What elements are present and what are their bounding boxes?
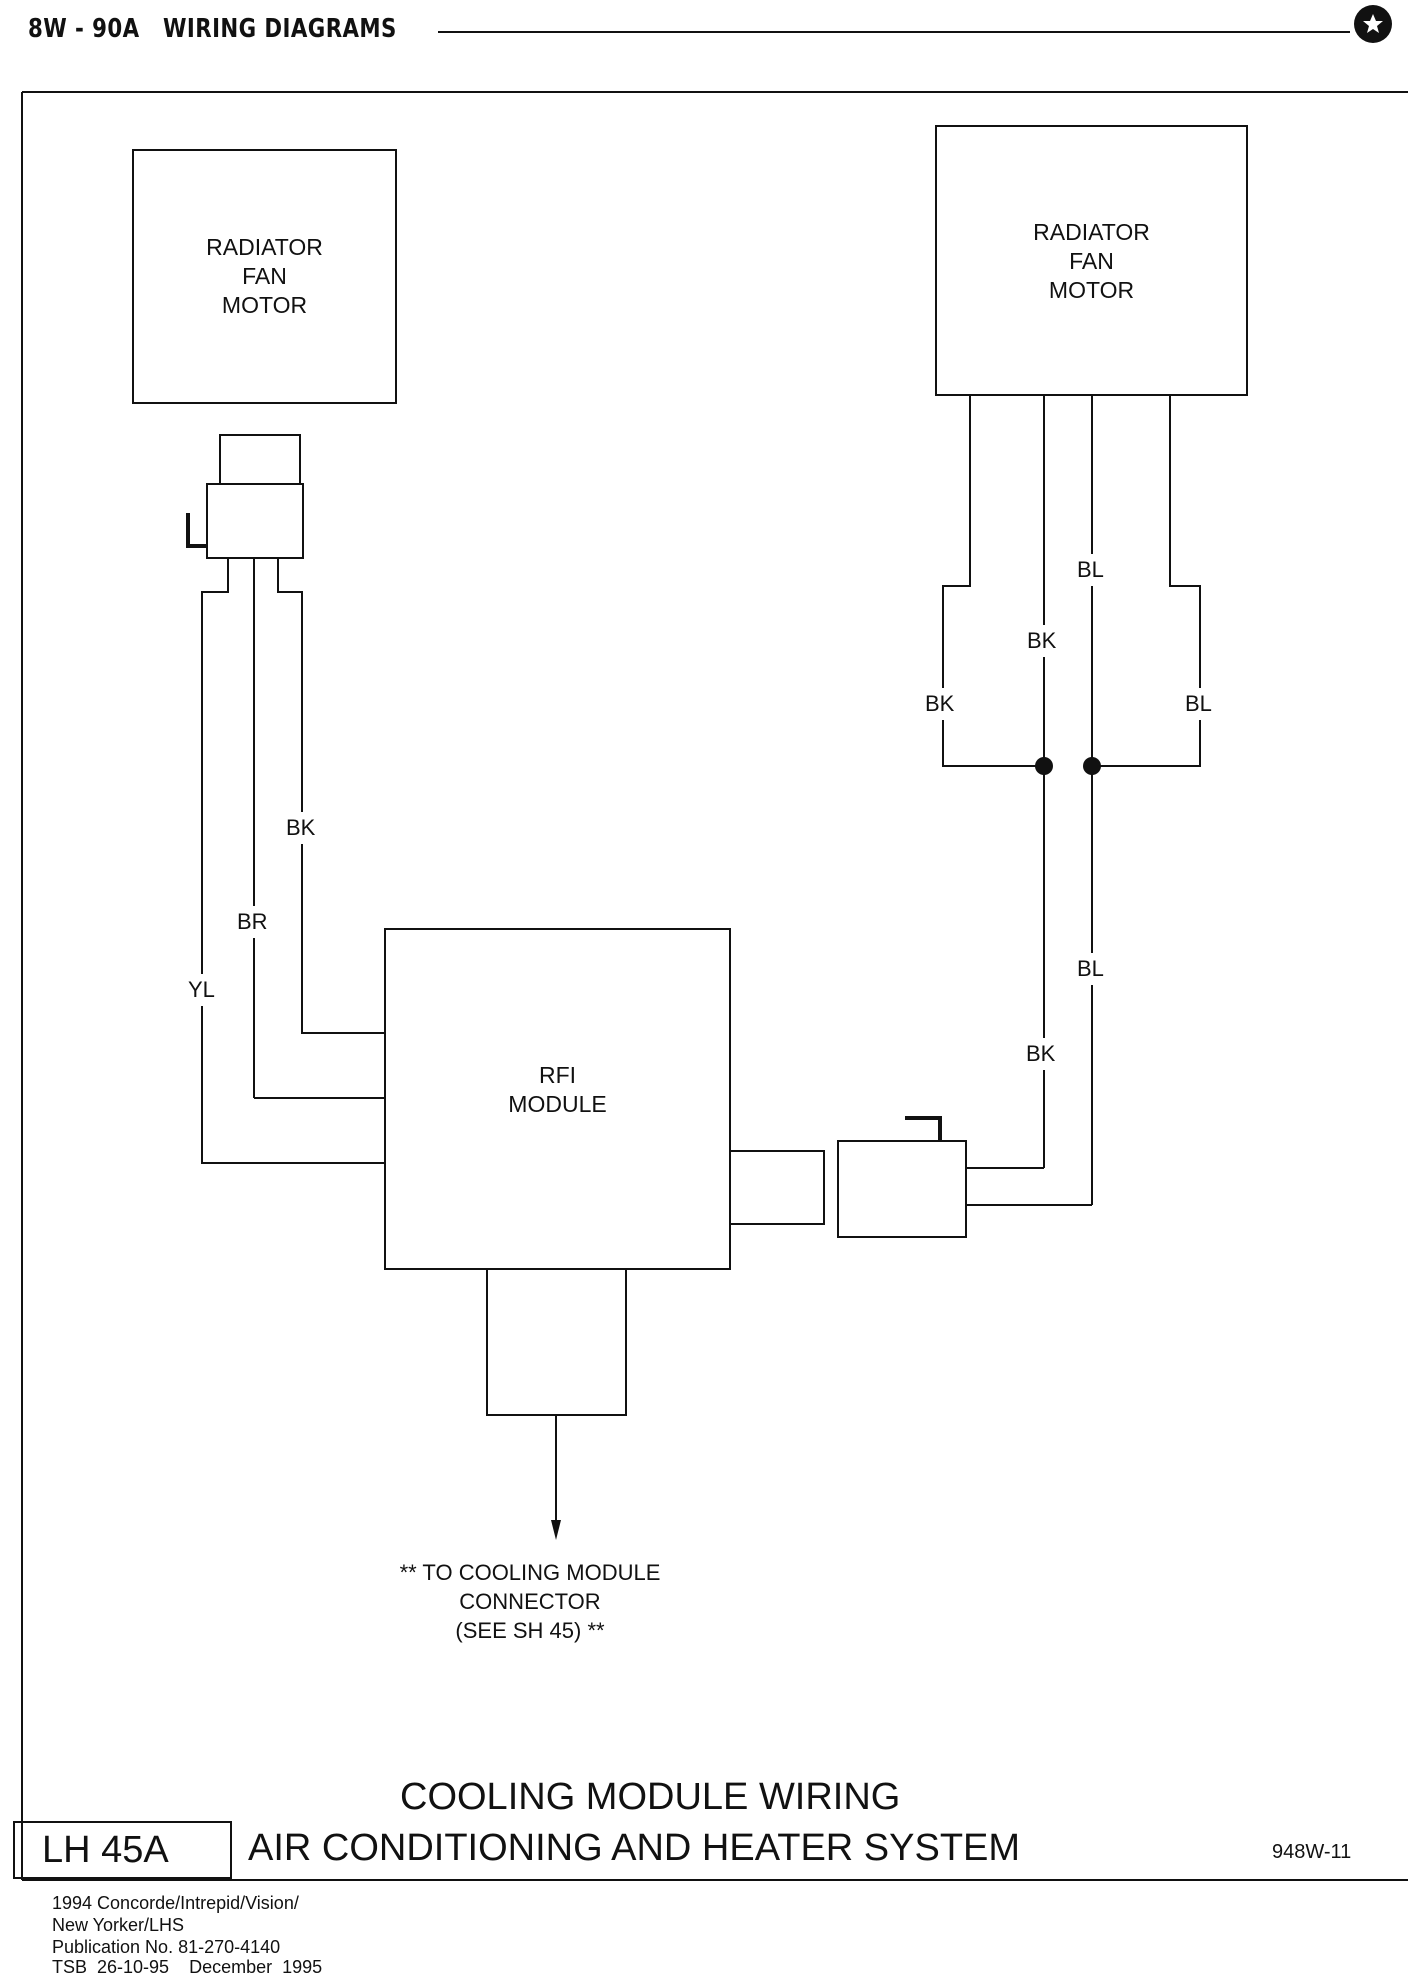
publication-line: TSB 26-10-95 December 1995 (52, 1957, 323, 1977)
figure-id: 948W-11 (1272, 1841, 1352, 1863)
label-line: MOTOR (221, 292, 308, 318)
splice-bl (1083, 757, 1101, 775)
label-line: RADIATOR (206, 234, 323, 260)
arrow-down-icon (551, 1415, 561, 1540)
section-number: 8W - 90A (28, 14, 140, 44)
note-line: (SEE SH 45) ** (455, 1618, 605, 1643)
left-wires (201, 558, 385, 1164)
system-title: AIR CONDITIONING AND HEATER SYSTEM (248, 1827, 1021, 1869)
wire-label-bl: BL (1185, 688, 1212, 720)
rfi-module-label: RFI MODULE (385, 1061, 730, 1119)
publication-line: New Yorker/LHS (52, 1915, 185, 1935)
label-line: FAN (1069, 248, 1114, 274)
wire-label-bl: BL (1077, 953, 1104, 985)
rfi-output-connector (486, 1268, 627, 1416)
sheet-code-box (13, 1821, 232, 1879)
cooling-module-note: ** TO COOLING MODULE CONNECTOR (SEE SH 4… (330, 1558, 730, 1645)
label-line: RFI (538, 1062, 577, 1088)
wire-label-br: BR (237, 906, 268, 938)
right-motor-connector (837, 1116, 967, 1238)
label-line: MODULE (508, 1091, 607, 1117)
right-fan-motor-label: RADIATOR FAN MOTOR (936, 218, 1247, 305)
wire-label-bk: BK (925, 688, 955, 720)
header-title: WIRING DIAGRAMS (162, 14, 397, 44)
splice-bk (1035, 757, 1053, 775)
pentastar-logo-icon (1354, 5, 1392, 43)
label-line: FAN (242, 263, 287, 289)
note-line: CONNECTOR (459, 1589, 601, 1614)
rfi-side-connector (729, 1150, 825, 1225)
wire-label-bk: BK (286, 812, 316, 844)
label-line: RADIATOR (1033, 219, 1150, 245)
publication-line: 1994 Concorde/Intrepid/Vision/ (52, 1893, 299, 1913)
left-fan-motor-box (132, 149, 397, 404)
diagram-title: COOLING MODULE WIRING (400, 1776, 901, 1818)
wire-label-bl: BL (1077, 554, 1104, 586)
label-line: MOTOR (1048, 277, 1135, 303)
wire-label-bk: BK (1026, 1038, 1056, 1070)
note-line: ** TO COOLING MODULE (399, 1560, 661, 1585)
left-motor-connector (186, 434, 304, 559)
left-fan-motor-label: RADIATOR FAN MOTOR (133, 233, 396, 320)
right-wires (942, 395, 1201, 1206)
page-header: 8W - 90A WIRING DIAGRAMS (28, 14, 397, 44)
sheet-code: LH 45A (42, 1829, 169, 1871)
wire-label-yl: YL (188, 974, 215, 1006)
wire-label-bk: BK (1027, 625, 1057, 657)
publication-line: Publication No. 81-270-4140 (52, 1937, 281, 1957)
